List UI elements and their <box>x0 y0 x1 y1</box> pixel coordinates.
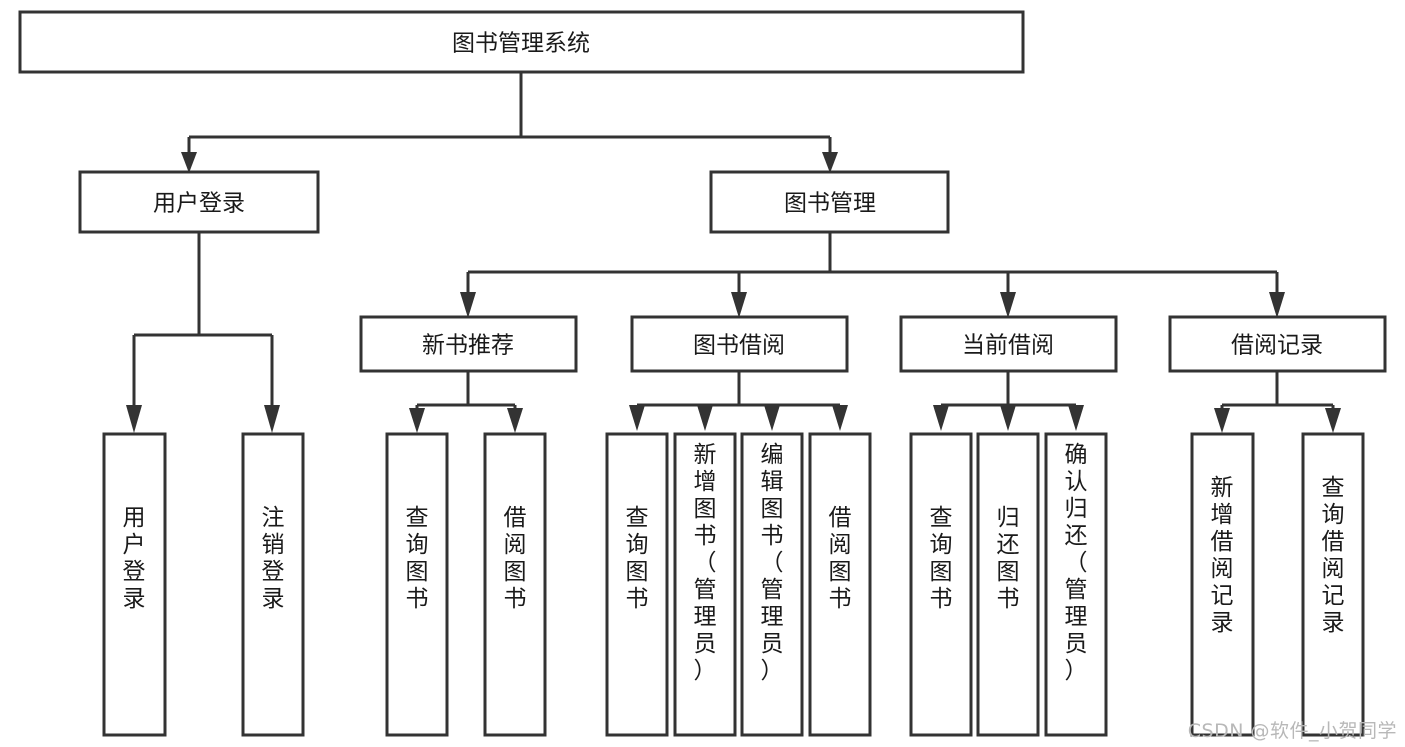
book-borrow-label: 图书借阅 <box>693 333 785 359</box>
edge-group-new-book-recommend-to-leaves <box>409 371 523 433</box>
edge-group-root-to-level1 <box>181 72 838 173</box>
edge-group-book-borrow-to-leaves <box>629 371 848 431</box>
arrow-head-leaf-logout-login <box>264 405 280 433</box>
arrow-head-book-borrow <box>731 292 747 318</box>
leaf-user-login-box[interactable] <box>102 432 167 737</box>
leaf-query-book-3-label: 查询图书 <box>930 505 953 612</box>
node-root[interactable]: 图书管理系统 <box>18 10 1025 74</box>
node-user-login[interactable]: 用户登录 <box>78 170 320 234</box>
new-book-recommend-box[interactable] <box>359 315 578 373</box>
arrow-head-leaf-add-record <box>1214 408 1230 433</box>
leaf-query-book-3-box[interactable] <box>909 432 973 737</box>
arrow-head-book-management <box>822 152 838 173</box>
leaf-add-record-label: 新增借阅记录 <box>1211 475 1234 636</box>
new-book-recommend-label: 新书推荐 <box>422 333 514 359</box>
book-management-box[interactable] <box>709 170 950 234</box>
leaf-confirm-return-label: 确认归还（管理员） <box>1065 442 1088 684</box>
edge-group-borrow-record-to-leaves <box>1214 371 1341 433</box>
node-leaf-add-book[interactable]: 新增图书（管理员） <box>673 432 737 737</box>
current-borrow-label: 当前借阅 <box>962 333 1054 359</box>
book-borrow-box[interactable] <box>630 315 849 373</box>
edge-group-user-login-to-leaves <box>126 232 280 433</box>
node-leaf-query-record[interactable]: 查询借阅记录 <box>1301 432 1365 737</box>
arrow-head-leaf-user-login <box>126 405 142 433</box>
arrow-head-leaf-confirm-return <box>1068 405 1084 431</box>
user-login-box[interactable] <box>78 170 320 234</box>
leaf-add-book-label: 新增图书（管理员） <box>694 442 717 684</box>
node-leaf-confirm-return[interactable]: 确认归还（管理员） <box>1044 432 1108 737</box>
node-leaf-add-record[interactable]: 新增借阅记录 <box>1190 432 1255 737</box>
arrow-head-leaf-query-record <box>1325 408 1341 433</box>
leaf-borrow-book-2-label: 借阅图书 <box>829 505 852 612</box>
leaf-confirm-return-box[interactable] <box>1044 432 1108 737</box>
node-borrow-record[interactable]: 借阅记录 <box>1168 315 1387 373</box>
root-label: 图书管理系统 <box>452 31 590 57</box>
leaf-query-record-label: 查询借阅记录 <box>1322 475 1345 636</box>
node-leaf-edit-book[interactable]: 编辑图书（管理员） <box>740 432 804 737</box>
leaf-add-book-box[interactable] <box>673 432 737 737</box>
arrow-head-leaf-query-book-2 <box>629 405 645 431</box>
leaf-return-book-label: 归还图书 <box>997 505 1020 612</box>
node-leaf-query-book-2[interactable]: 查询图书 <box>605 432 669 737</box>
node-leaf-logout-login[interactable]: 注销登录 <box>241 432 305 737</box>
arrow-head-new-book-recommend <box>460 292 476 318</box>
borrow-record-label: 借阅记录 <box>1231 333 1323 359</box>
arrow-head-leaf-edit-book <box>764 405 780 431</box>
leaf-logout-login-box[interactable] <box>241 432 305 737</box>
leaf-logout-login-label: 注销登录 <box>262 505 285 612</box>
arrow-head-leaf-borrow-book-1 <box>507 408 523 433</box>
node-new-book-recommend[interactable]: 新书推荐 <box>359 315 578 373</box>
leaf-borrow-book-2-box[interactable] <box>808 432 872 737</box>
node-leaf-query-book-3[interactable]: 查询图书 <box>909 432 973 737</box>
node-leaf-borrow-book-2[interactable]: 借阅图书 <box>808 432 872 737</box>
node-leaf-user-login[interactable]: 用户登录 <box>102 432 167 737</box>
leaf-query-book-2-label: 查询图书 <box>626 505 649 612</box>
arrow-head-leaf-borrow-book-2 <box>832 405 848 431</box>
arrow-head-user-login <box>181 152 197 173</box>
leaf-edit-book-box[interactable] <box>740 432 804 737</box>
node-leaf-borrow-book-1[interactable]: 借阅图书 <box>483 432 547 737</box>
node-book-borrow[interactable]: 图书借阅 <box>630 315 849 373</box>
arrow-head-leaf-add-book <box>697 405 713 431</box>
leaf-query-record-box[interactable] <box>1301 432 1365 737</box>
node-leaf-query-book-1[interactable]: 查询图书 <box>385 432 449 737</box>
node-book-management[interactable]: 图书管理 <box>709 170 950 234</box>
arrow-head-leaf-query-book-3 <box>933 405 949 431</box>
node-leaf-return-book[interactable]: 归还图书 <box>976 432 1040 737</box>
current-borrow-box[interactable] <box>899 315 1118 373</box>
arrow-head-leaf-query-book-1 <box>409 408 425 433</box>
book-management-label: 图书管理 <box>784 191 876 217</box>
leaf-query-book-1-label: 查询图书 <box>406 505 429 612</box>
leaf-edit-book-label: 编辑图书（管理员） <box>761 442 784 684</box>
leaf-borrow-book-1-label: 借阅图书 <box>504 505 527 612</box>
leaf-user-login-label: 用户登录 <box>123 505 146 612</box>
node-current-borrow[interactable]: 当前借阅 <box>899 315 1118 373</box>
edge-group-book-management-to-level2 <box>460 232 1285 318</box>
leaf-return-book-box[interactable] <box>976 432 1040 737</box>
leaf-query-book-1-box[interactable] <box>385 432 449 737</box>
leaf-borrow-book-1-box[interactable] <box>483 432 547 737</box>
arrow-head-current-borrow <box>1000 292 1016 318</box>
user-login-label: 用户登录 <box>153 191 245 217</box>
root-box[interactable] <box>18 10 1025 74</box>
arrow-head-borrow-record <box>1269 292 1285 318</box>
borrow-record-box[interactable] <box>1168 315 1387 373</box>
leaf-add-record-box[interactable] <box>1190 432 1255 737</box>
leaf-query-book-2-box[interactable] <box>605 432 669 737</box>
edge-group-current-borrow-to-leaves <box>933 371 1084 431</box>
arrow-head-leaf-return-book <box>1000 405 1016 431</box>
